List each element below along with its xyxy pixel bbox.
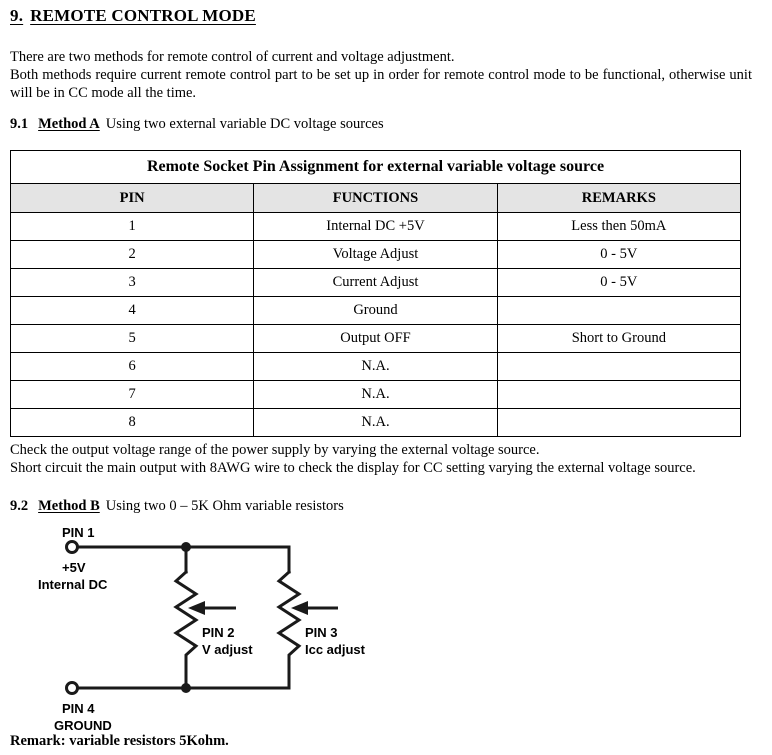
label-pin3: PIN 3 xyxy=(305,625,338,640)
cell-pin: 4 xyxy=(9,296,255,325)
label-pin4: PIN 4 xyxy=(62,701,95,716)
check-paragraph: Check the output voltage range of the po… xyxy=(10,441,762,477)
label-pin2: PIN 2 xyxy=(202,625,235,640)
table-row: 4 Ground xyxy=(9,296,742,325)
column-header-pin: PIN xyxy=(9,183,255,213)
cell-remarks: Short to Ground xyxy=(496,324,742,353)
cell-pin: 3 xyxy=(9,268,255,297)
label-pin1-sub2: Internal DC xyxy=(38,577,108,592)
section-number: 9. xyxy=(10,6,24,25)
subsection-method-a: 9.1 Method A Using two external variable D… xyxy=(10,116,384,133)
cell-function: N.A. xyxy=(253,408,498,437)
cell-pin: 6 xyxy=(9,352,255,381)
cell-pin: 2 xyxy=(9,240,255,269)
label-pin3-sub: Icc adjust xyxy=(305,642,366,657)
cell-remarks: Less then 50mA xyxy=(496,212,742,241)
label-pin1: PIN 1 xyxy=(62,525,95,540)
junction-dot-top xyxy=(181,542,191,552)
column-header-remarks: REMARKS xyxy=(496,183,742,213)
label-pin4-sub: GROUND xyxy=(54,718,112,733)
cell-remarks xyxy=(496,380,742,409)
cell-function: Internal DC +5V xyxy=(253,212,498,241)
table-row: 5 Output OFF Short to Ground xyxy=(9,324,742,353)
cell-remarks: 0 - 5V xyxy=(496,240,742,269)
table-title: Remote Socket Pin Assignment for externa… xyxy=(10,150,741,184)
pin-assignment-table: Remote Socket Pin Assignment for externa… xyxy=(9,150,742,437)
table-title-row: Remote Socket Pin Assignment for externa… xyxy=(10,150,741,184)
cell-function: Output OFF xyxy=(253,324,498,353)
cell-remarks xyxy=(496,296,742,325)
table-header-row: PIN FUNCTIONS REMARKS xyxy=(9,183,742,213)
cell-function: N.A. xyxy=(253,352,498,381)
column-header-functions: FUNCTIONS xyxy=(253,183,498,213)
method-a-number: 9.1 xyxy=(10,116,29,132)
circuit-diagram: PIN 1 +5V Internal DC PIN 4 GROUND PIN 2… xyxy=(0,525,420,735)
method-a-name: Method A xyxy=(38,116,100,132)
junction-dot-bottom xyxy=(181,683,191,693)
method-b-description: Using two 0 – 5K Ohm variable resistors xyxy=(105,498,344,514)
intro-line-1: There are two methods for remote control… xyxy=(10,49,455,65)
page-title: 9. REMOTE CONTROL MODE xyxy=(10,6,256,26)
table-row: 6 N.A. xyxy=(9,352,742,381)
label-pin2-sub: V adjust xyxy=(202,642,253,657)
remark-text: Remark: variable resistors 5Kohm. xyxy=(10,733,229,749)
check-line-1: Check the output voltage range of the po… xyxy=(10,442,540,458)
subsection-method-b: 9.2 Method B Using two 0 – 5K Ohm variable… xyxy=(10,498,344,515)
cell-function: Ground xyxy=(253,296,498,325)
cell-pin: 7 xyxy=(9,380,255,409)
table-body: 1 Internal DC +5V Less then 50mA 2 Volta… xyxy=(9,212,742,437)
cell-pin: 8 xyxy=(9,408,255,437)
resistor-icc-adjust xyxy=(276,569,302,662)
table-row: 7 N.A. xyxy=(9,380,742,409)
cell-function: Voltage Adjust xyxy=(253,240,498,269)
wiper-arrow-icc-adjust xyxy=(291,601,338,615)
terminal-pin4 xyxy=(65,681,79,695)
table-row: 8 N.A. xyxy=(9,408,742,437)
method-a-description: Using two external variable DC voltage s… xyxy=(105,116,384,132)
method-b-number: 9.2 xyxy=(10,498,29,514)
cell-remarks xyxy=(496,408,742,437)
intro-paragraph: There are two methods for remote control… xyxy=(10,48,752,102)
table-row: 3 Current Adjust 0 - 5V xyxy=(9,268,742,297)
cell-function: N.A. xyxy=(253,380,498,409)
terminal-pin1 xyxy=(65,540,79,554)
table-row: 1 Internal DC +5V Less then 50mA xyxy=(9,212,742,241)
resistor-v-adjust xyxy=(173,569,199,662)
intro-line-2: Both methods require current remote cont… xyxy=(10,67,752,101)
label-pin1-sub1: +5V xyxy=(62,560,86,575)
section-title-text: REMOTE CONTROL MODE xyxy=(30,6,256,25)
wiper-arrow-v-adjust xyxy=(188,601,236,615)
cell-function: Current Adjust xyxy=(253,268,498,297)
cell-remarks: 0 - 5V xyxy=(496,268,742,297)
check-line-2: Short circuit the main output with 8AWG … xyxy=(10,460,696,476)
cell-remarks xyxy=(496,352,742,381)
cell-pin: 5 xyxy=(9,324,255,353)
table-row: 2 Voltage Adjust 0 - 5V xyxy=(9,240,742,269)
cell-pin: 1 xyxy=(9,212,255,241)
method-b-name: Method B xyxy=(38,498,100,514)
